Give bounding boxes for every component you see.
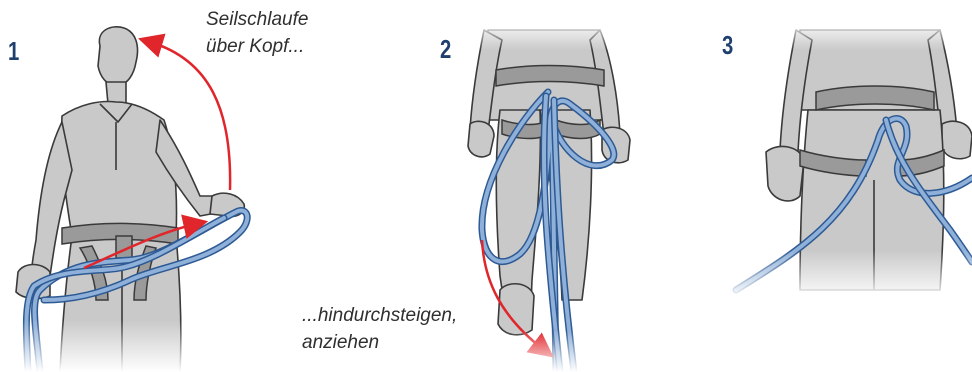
step1-caption-line1: Seilschlaufe (206, 6, 308, 33)
step-number-2: 2 (440, 34, 451, 65)
step3-hand-right (942, 121, 972, 158)
step1-caption: Seilschlaufe über Kopf... (206, 6, 308, 60)
step-number-1: 1 (8, 36, 19, 67)
step-number-3: 3 (722, 30, 733, 61)
step1-neck (106, 82, 126, 104)
step2-caption: ...hindurchsteigen, anziehen (302, 302, 457, 356)
step2-caption-line1: ...hindurchsteigen, (302, 302, 457, 329)
step1-head (98, 27, 138, 86)
step1-caption-line2: über Kopf... (206, 33, 308, 60)
step3-hand-left (766, 146, 804, 201)
step2-caption-line2: anziehen (302, 329, 457, 356)
step2-hand-left (468, 121, 494, 157)
